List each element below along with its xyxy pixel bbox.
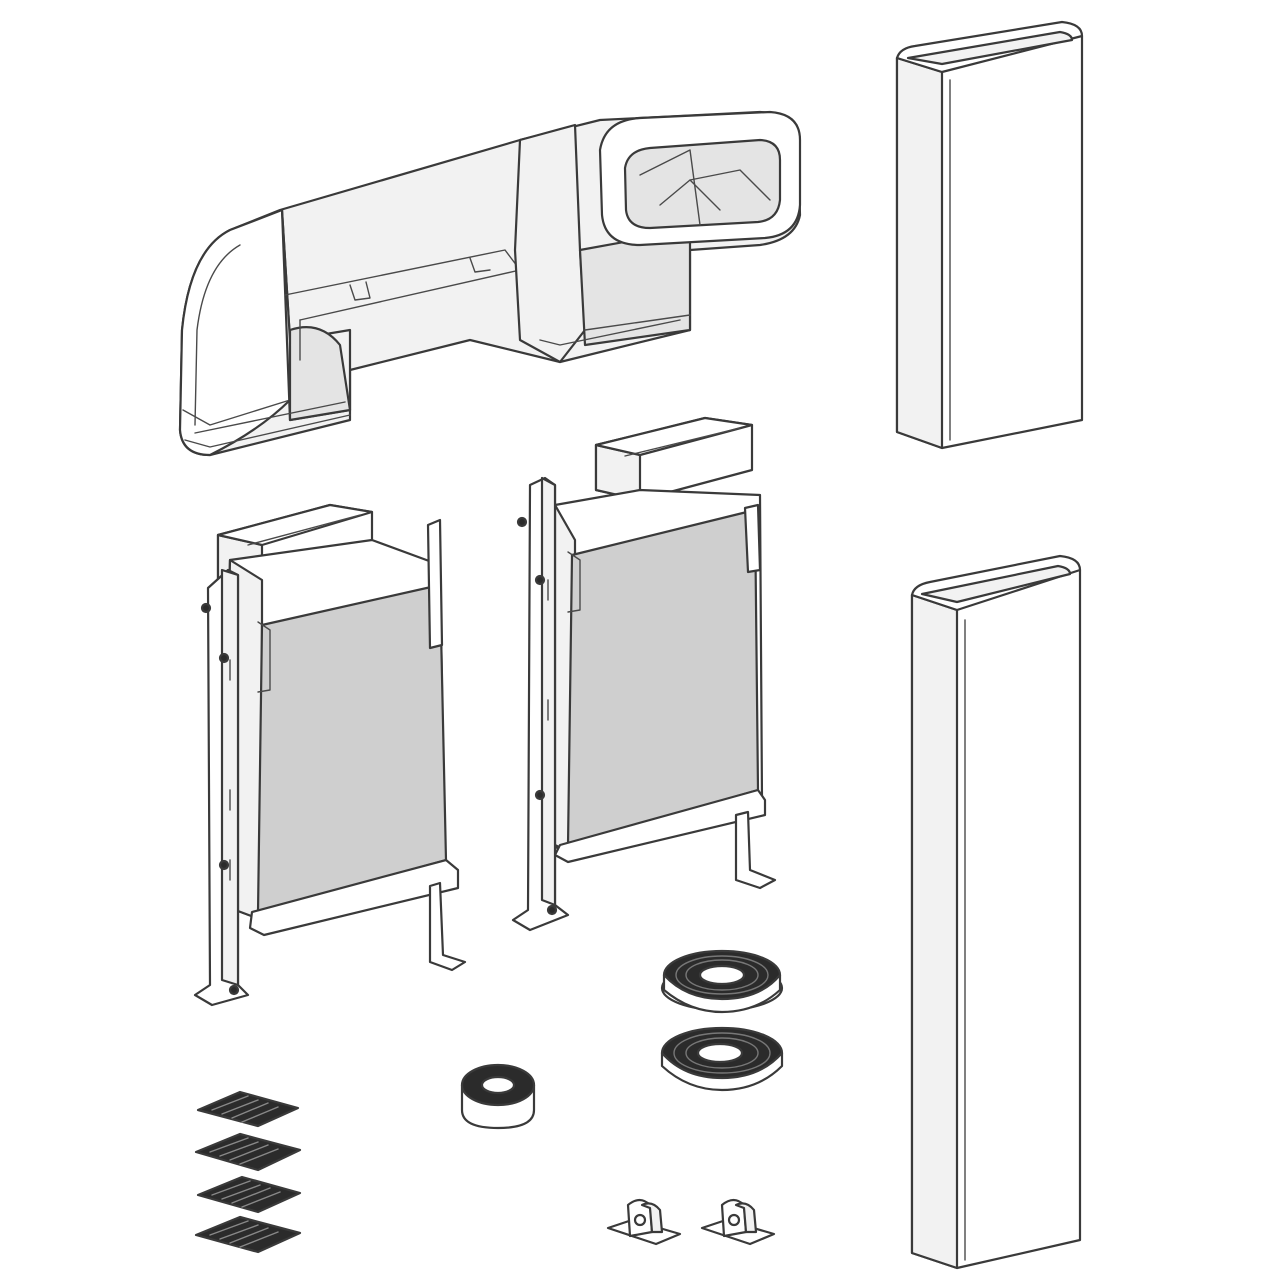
mesh-filter-pad-2 <box>194 1132 302 1172</box>
duct-elbow-adapter <box>178 110 802 457</box>
mesh-filter-pad-1 <box>196 1090 300 1128</box>
filter-unit-left <box>193 503 467 1007</box>
mounting-clip-1 <box>606 1198 682 1246</box>
mesh-filter-pad-4 <box>194 1215 302 1254</box>
round-carbon-filter-1 <box>660 949 784 1014</box>
mesh-filter-pad-3 <box>196 1175 302 1214</box>
round-carbon-filter-2 <box>660 1026 784 1092</box>
sealing-tape-roll <box>460 1063 536 1130</box>
mounting-clip-2 <box>700 1198 776 1246</box>
duct-pipe-upper <box>895 20 1084 450</box>
duct-pipe-lower <box>910 554 1082 1270</box>
filter-unit-right <box>511 416 777 932</box>
